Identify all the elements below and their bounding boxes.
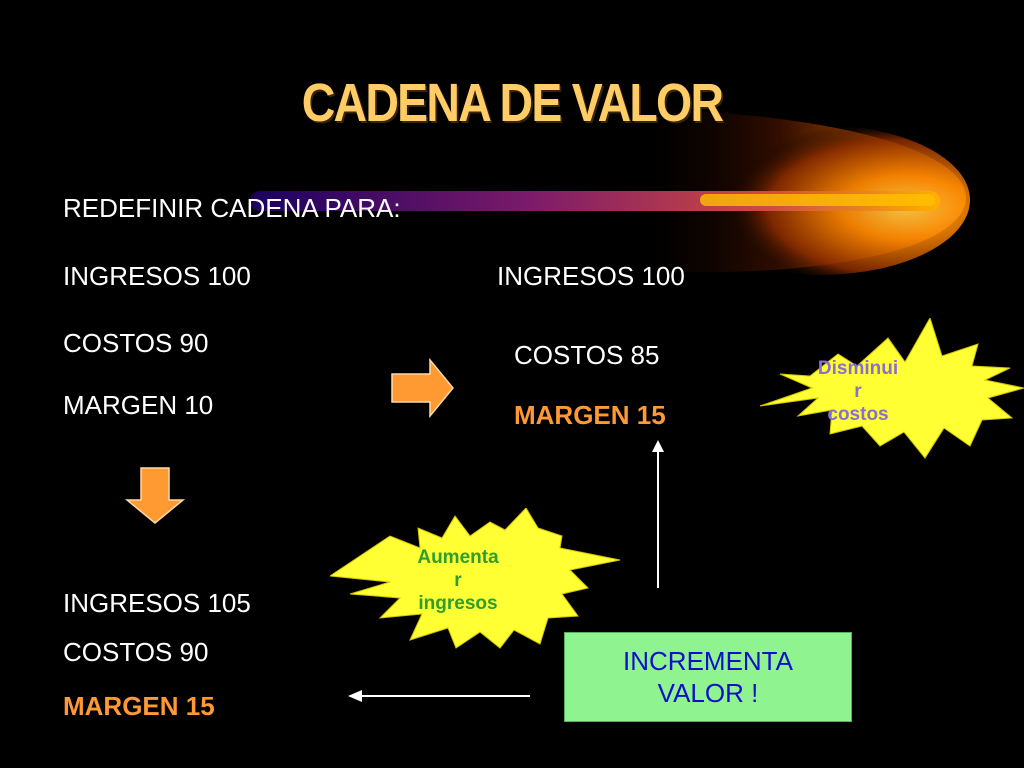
- arrow-down-icon: [124, 467, 186, 524]
- slide-title: CADENA DE VALOR: [301, 73, 724, 133]
- costs-option-ingresos: INGRESOS 100: [497, 261, 685, 291]
- reduce-costs-burst: [759, 318, 1024, 459]
- subtitle: REDEFINIR CADENA PARA:: [63, 193, 401, 223]
- increase-income-burst: [330, 508, 621, 649]
- costs-option-margen: MARGEN 15: [514, 400, 666, 430]
- increase-income-label: Aumenta r ingresos: [417, 547, 499, 614]
- arrow-right-icon: [391, 357, 454, 419]
- costs-option-costos: COSTOS 85: [514, 340, 660, 370]
- increase-value-text: INCREMENTA VALOR !: [623, 646, 793, 708]
- reduce-costs-label: Disminui r costos: [817, 358, 899, 425]
- income-option-ingresos: INGRESOS 105: [63, 588, 251, 618]
- before-costos: COSTOS 90: [63, 328, 209, 358]
- arrow-up-line-icon: [652, 440, 664, 588]
- before-margen: MARGEN 10: [63, 390, 214, 420]
- income-option-costos: COSTOS 90: [63, 637, 209, 667]
- arrow-left-line-icon: [348, 690, 530, 702]
- income-option-margen: MARGEN 15: [63, 691, 215, 721]
- before-ingresos: INGRESOS 100: [63, 261, 251, 291]
- increase-value-callout: INCREMENTA VALOR !: [564, 632, 852, 722]
